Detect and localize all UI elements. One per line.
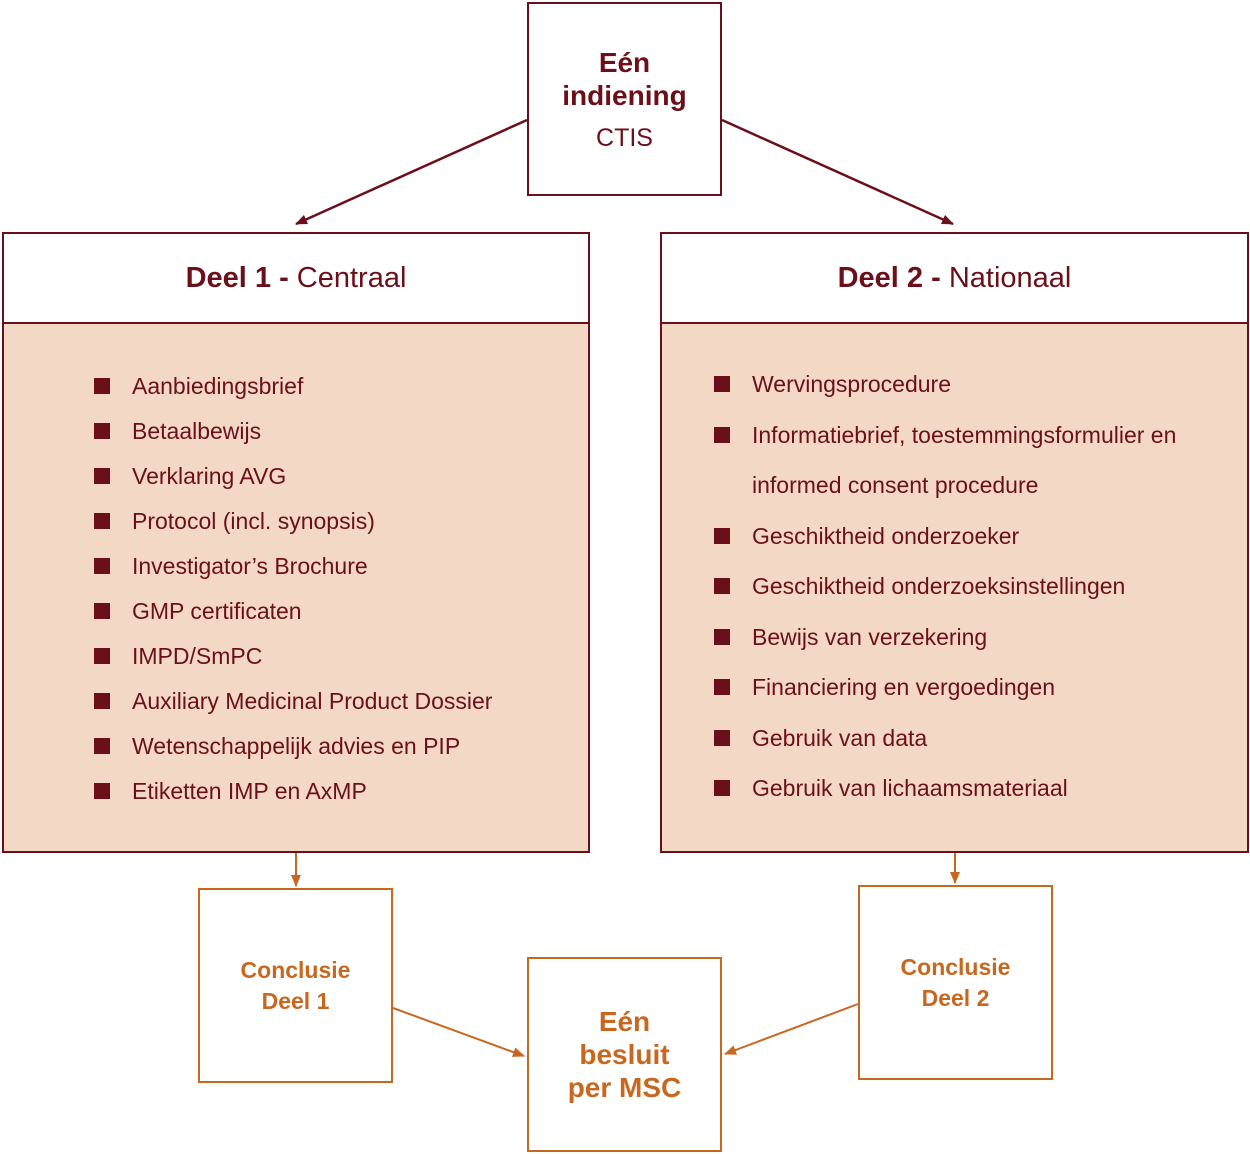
list-item: Auxiliary Medicinal Product Dossier (94, 679, 492, 724)
square-bullet-icon (714, 376, 730, 392)
arrow-top-to-part1 (295, 118, 528, 226)
square-bullet-icon (714, 679, 730, 695)
conclusion-part1-line2: Deel 1 (261, 987, 330, 1014)
decision-line2: besluit (579, 1039, 670, 1070)
list-item: Protocol (incl. synopsis) (94, 499, 492, 544)
submission-box: Eén indiening CTIS (527, 2, 722, 196)
square-bullet-icon (94, 648, 110, 664)
part1-title-separator: - (271, 261, 297, 294)
part1-title-bold: Deel 1 (185, 261, 272, 294)
list-item: Investigator’s Brochure (94, 544, 492, 589)
part1-header: Deel 1 - Centraal (4, 234, 588, 324)
part1-list: Aanbiedingsbrief Betaalbewijs Verklaring… (94, 364, 492, 814)
submission-title-line2: indiening (562, 79, 687, 111)
square-bullet-icon (714, 527, 730, 544)
square-bullet-icon (714, 578, 730, 594)
square-bullet-icon (94, 423, 110, 439)
conclusion-part2-line2: Deel 2 (921, 984, 990, 1011)
square-bullet-icon (714, 628, 730, 645)
square-bullet-icon (94, 513, 110, 529)
list-item: GMP certificaten (94, 589, 492, 634)
list-item: Aanbiedingsbrief (94, 364, 492, 409)
part1-title-rest: Centraal (296, 261, 407, 294)
decision-line1: Eén (598, 1006, 651, 1037)
part2-header: Deel 2 - Nationaal (662, 234, 1247, 324)
part2-panel: Deel 2 - Nationaal Wervingsprocedure Inf… (660, 232, 1249, 853)
part2-list: Wervingsprocedure Informatiebrief, toest… (714, 359, 1232, 814)
square-bullet-icon (94, 783, 110, 799)
square-bullet-icon (94, 603, 110, 619)
arrow-conclusion2-to-decision (724, 1003, 859, 1055)
list-item: Betaalbewijs (94, 409, 492, 454)
square-bullet-icon (94, 378, 110, 394)
square-bullet-icon (714, 426, 730, 443)
square-bullet-icon (94, 738, 110, 754)
part2-title-separator: - (923, 261, 949, 294)
list-item: Wervingsprocedure (714, 359, 1232, 410)
square-bullet-icon (714, 780, 730, 796)
part2-title-rest: Nationaal (948, 261, 1072, 294)
square-bullet-icon (94, 558, 110, 574)
list-item: Wetenschappelijk advies en PIP (94, 724, 492, 769)
square-bullet-icon (94, 468, 110, 484)
list-item: Geschiktheid onderzoeker (714, 511, 1232, 562)
conclusion-part2-line1: Conclusie (900, 953, 1011, 980)
submission-title-line1: Eén (598, 46, 651, 78)
list-item: Geschiktheid onderzoeksinstellingen (714, 561, 1232, 612)
conclusion-part2-box: Conclusie Deel 2 (858, 885, 1053, 1080)
part2-title-bold: Deel 2 (837, 261, 924, 294)
decision-box: Eén besluit per MSC (527, 957, 722, 1152)
arrow-conclusion1-to-decision (392, 1007, 525, 1057)
arrow-top-to-part2 (721, 118, 954, 226)
list-item: Informatiebrief, toestemmingsformulier e… (714, 410, 1232, 511)
list-item: Etiketten IMP en AxMP (94, 769, 492, 814)
conclusion-part1-box: Conclusie Deel 1 (198, 888, 393, 1083)
decision-line3: per MSC (567, 1072, 682, 1103)
list-item: IMPD/SmPC (94, 634, 492, 679)
conclusion-part1-line1: Conclusie (240, 956, 351, 983)
submission-subtitle: CTIS (596, 123, 653, 152)
list-item: Bewijs van verzekering (714, 612, 1232, 663)
list-item: Gebruik van lichaamsmateriaal (714, 763, 1232, 814)
list-item: Verklaring AVG (94, 454, 492, 499)
square-bullet-icon (714, 729, 730, 746)
square-bullet-icon (94, 693, 110, 709)
part1-panel: Deel 1 - Centraal Aanbiedingsbrief Betaa… (2, 232, 590, 853)
list-item: Gebruik van data (714, 713, 1232, 764)
list-item: Financiering en vergoedingen (714, 662, 1232, 713)
